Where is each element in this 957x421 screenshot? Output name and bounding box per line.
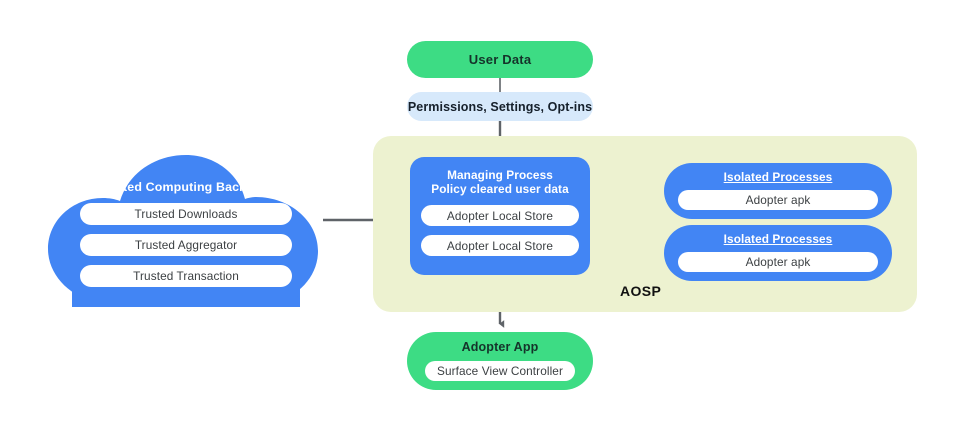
user-data-node[interactable]: User Data xyxy=(407,41,593,78)
user-data-label: User Data xyxy=(468,52,532,67)
adopter-app-node[interactable]: Adopter App Surface View Controller xyxy=(407,332,593,390)
managing-process-title-line-2: Policy cleared user data xyxy=(431,182,569,196)
managing-process-title-line-1: Managing Process xyxy=(447,168,553,182)
managing-process-title: Managing Process Policy cleared user dat… xyxy=(421,168,579,196)
adopter-apk-pill[interactable]: Adopter apk xyxy=(678,190,878,210)
permissions-settings-optins-node[interactable]: Permissions, Settings, Opt-ins xyxy=(407,92,593,121)
isolated-processes-node[interactable]: Isolated Processes Adopter apk xyxy=(664,225,892,281)
surface-view-controller-pill[interactable]: Surface View Controller xyxy=(425,361,575,381)
adopter-local-store-pill[interactable]: Adopter Local Store xyxy=(421,235,579,256)
isolated-processes-title: Isolated Processes xyxy=(723,232,833,246)
trusted-computing-backends-cloud[interactable]: Trusted Computing Backends Trusted Downl… xyxy=(42,155,330,307)
cloud-service-pill[interactable]: Trusted Downloads xyxy=(80,203,292,225)
permissions-label: Permissions, Settings, Opt-ins xyxy=(407,99,593,114)
cloud-service-pill[interactable]: Trusted Aggregator xyxy=(80,234,292,256)
adopter-apk-pill[interactable]: Adopter apk xyxy=(678,252,878,272)
adopter-local-store-pill[interactable]: Adopter Local Store xyxy=(421,205,579,226)
isolated-processes-title: Isolated Processes xyxy=(723,170,833,184)
aosp-panel-label: AOSP xyxy=(620,283,662,299)
cloud-title: Trusted Computing Backends xyxy=(96,180,276,194)
adopter-app-title: Adopter App xyxy=(461,340,539,354)
isolated-processes-node[interactable]: Isolated Processes Adopter apk xyxy=(664,163,892,219)
managing-process-node[interactable]: Managing Process Policy cleared user dat… xyxy=(410,157,590,275)
cloud-service-pill[interactable]: Trusted Transaction xyxy=(80,265,292,287)
